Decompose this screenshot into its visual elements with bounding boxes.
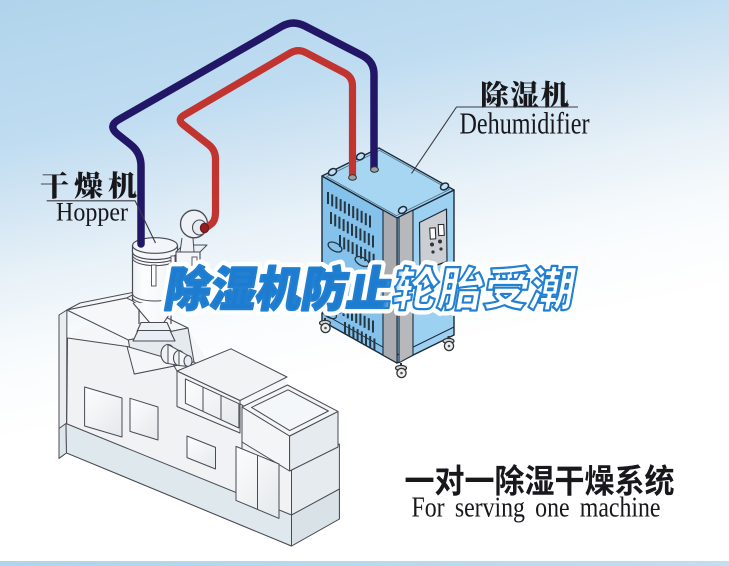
svg-text:For serving one machine: For serving one machine xyxy=(412,493,661,524)
svg-text:Dehumidifier: Dehumidifier xyxy=(460,106,591,141)
svg-text:Hopper: Hopper xyxy=(56,198,128,227)
